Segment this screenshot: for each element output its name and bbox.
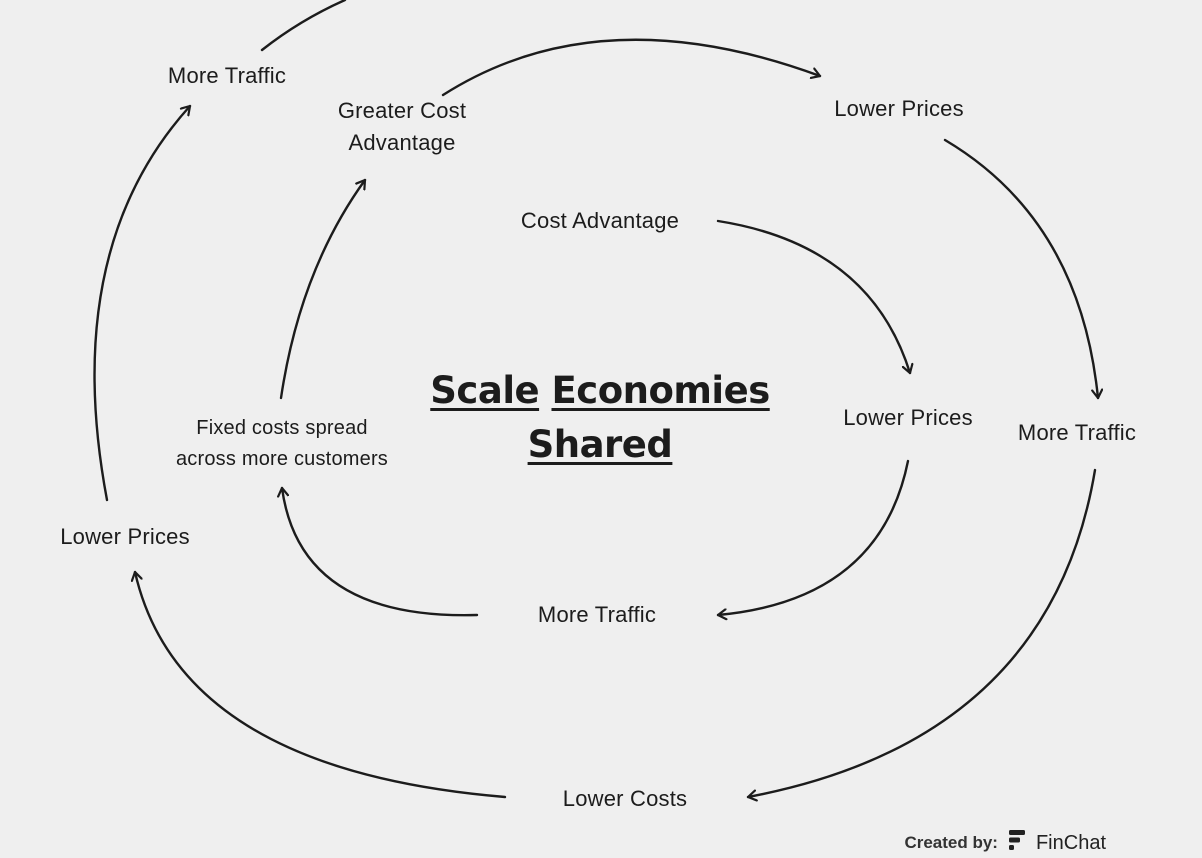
arrow-lower-prices-to-more-traffic-inner xyxy=(716,459,910,615)
node-fixed-costs-spread-line-1: Fixed costs spread xyxy=(196,417,368,439)
node-fixed-costs-spread: Fixed costs spread across more customers xyxy=(176,413,388,475)
credit-label: Created by: xyxy=(904,833,998,852)
node-greater-cost-advantage-line-2: Advantage xyxy=(348,130,456,155)
node-more-traffic-top: More Traffic xyxy=(167,63,287,88)
diagram-title: Scale Economies Shared xyxy=(430,364,770,472)
title-line-2: Shared xyxy=(430,418,769,472)
title-line-1: Scale Economies xyxy=(430,364,770,418)
arrow-cost-advantage-to-lower-prices xyxy=(716,219,910,375)
node-fixed-costs-spread-line-2: across more customers xyxy=(175,448,389,470)
arrow-lower-prices-to-more-traffic-outer xyxy=(943,138,1098,400)
node-lower-costs-bottom: Lower Costs xyxy=(562,786,688,811)
arrow-greater-cost-advantage-to-lower-prices xyxy=(441,38,822,97)
node-lower-prices-top-right: Lower Prices xyxy=(834,96,964,121)
arrow-outer-top-exit xyxy=(260,0,347,52)
arrow-more-traffic-to-lower-costs xyxy=(746,468,1097,797)
node-cost-advantage: Cost Advantage xyxy=(520,208,680,233)
credit-footer: Created by: FinChat xyxy=(904,828,1106,858)
arrow-lower-prices-to-more-traffic-top xyxy=(93,104,192,502)
arrow-more-traffic-to-fixed-costs xyxy=(282,486,479,617)
credit-brand: FinChat xyxy=(1035,831,1106,854)
title-word-scale: Scale xyxy=(430,369,540,412)
node-lower-prices-left: Lower Prices xyxy=(60,524,190,549)
node-lower-prices-inner: Lower Prices xyxy=(843,405,973,430)
title-word-shared: Shared xyxy=(527,423,673,466)
node-more-traffic-right: More Traffic xyxy=(1017,420,1137,445)
node-greater-cost-advantage-line-1: Greater Cost xyxy=(337,98,467,123)
finchat-logo-icon xyxy=(1007,828,1027,858)
arrow-lower-costs-to-lower-prices xyxy=(135,570,507,799)
title-word-economies: Economies xyxy=(551,369,770,412)
node-greater-cost-advantage: Greater Cost Advantage xyxy=(338,95,466,159)
node-more-traffic-inner: More Traffic xyxy=(537,602,657,627)
arrow-fixed-costs-to-greater-cost-advantage xyxy=(279,178,367,400)
